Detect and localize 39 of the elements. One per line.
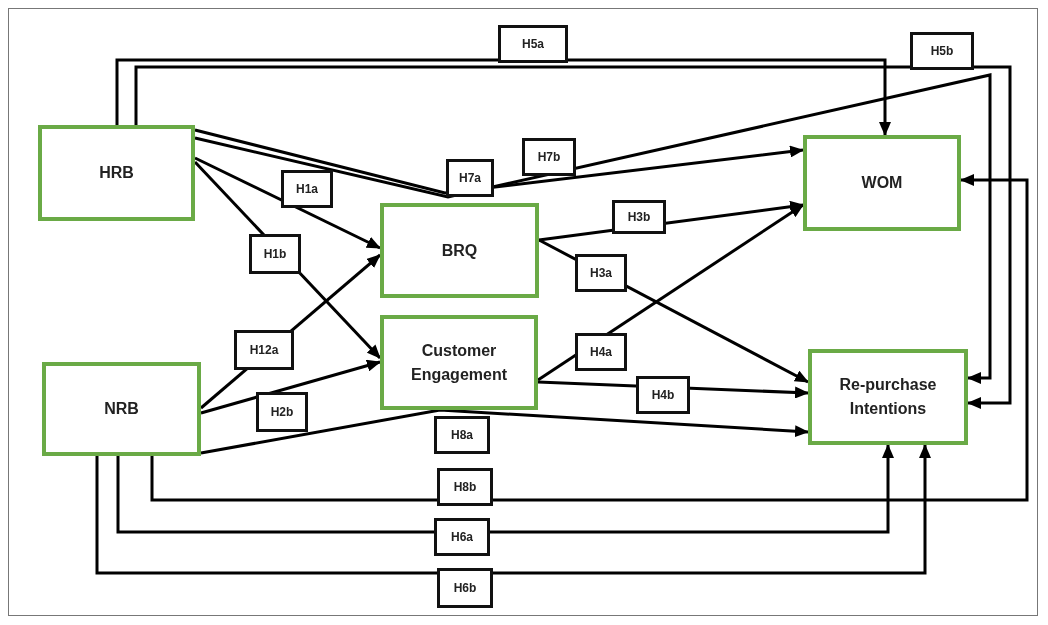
edge-label: H7a [446,159,494,197]
edge-label: H1b [249,234,301,274]
edge-label: H7b [522,138,576,176]
construct-box [380,315,538,410]
edge-label: H1a [281,170,333,208]
arrow [116,444,894,534]
construct-box [803,135,961,231]
edge-label: H5b [910,32,974,70]
edge-label: H6b [437,568,493,608]
arrow [200,408,809,455]
edge-label: H8a [434,416,490,454]
arrow [95,444,931,575]
arrow [134,65,1012,409]
construct-name: NRB [104,399,139,419]
arrow [115,58,891,136]
construct-box [38,125,195,221]
edge-label: H3b [612,200,666,234]
arrow [150,174,1029,502]
arrow [194,128,804,195]
arrow [194,156,381,250]
construct-name: WOM [861,173,903,193]
arrow [200,359,381,415]
construct-box [380,203,539,298]
construct-name: HRB [99,163,134,183]
edge-label: H6a [434,518,490,556]
edge-label: H4a [575,333,627,371]
edge-label: H5a [498,25,568,63]
construct-box [42,362,201,456]
edge-label: H12a [234,330,294,370]
construct-name: BRQ [441,240,478,261]
construct-name: Customer Engagement [410,340,508,385]
edge-label: H3a [575,254,627,292]
arrow [194,73,992,384]
edge-label: H2b [256,392,308,432]
edge-label: H8b [437,468,493,506]
construct-name: Re-purchase Intentions [838,375,938,419]
edge-label: H4b [636,376,690,414]
arrow [537,203,804,382]
construct-box [808,349,968,445]
